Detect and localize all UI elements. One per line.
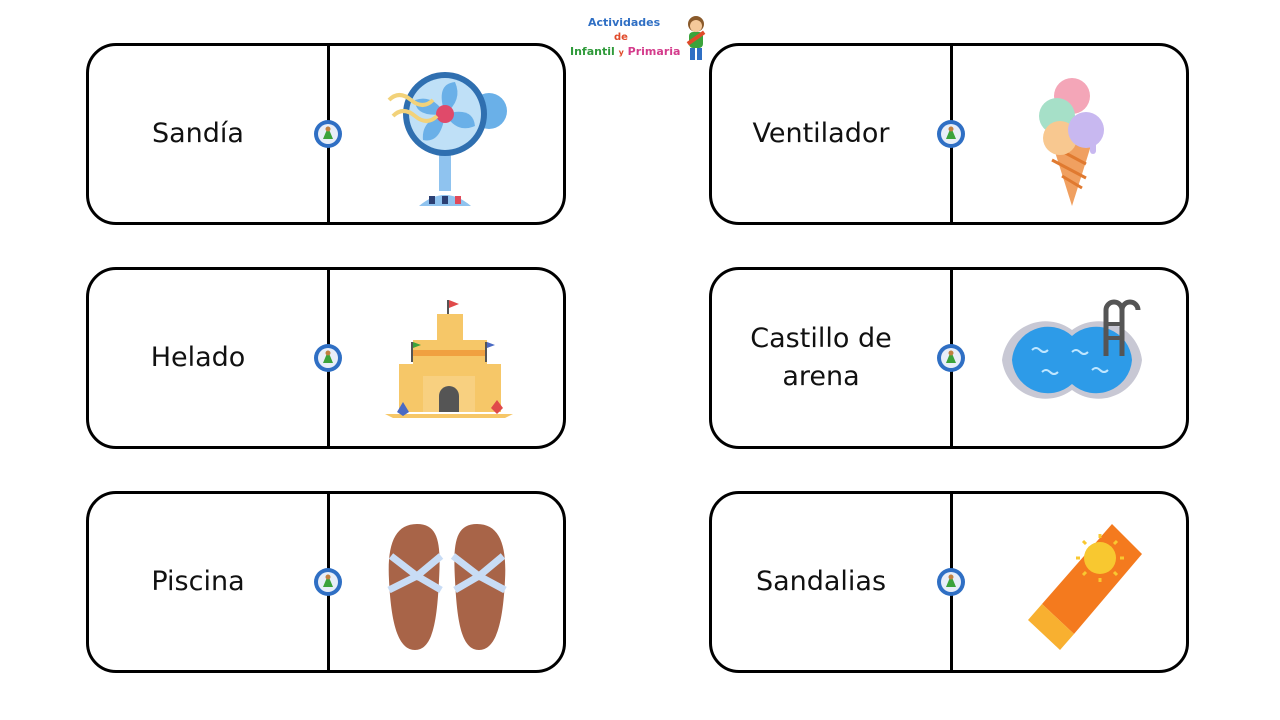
domino-card-6[interactable]: Sandalias — [709, 491, 1189, 673]
logo-word-primaria: Primaria — [627, 45, 681, 58]
domino-card-4[interactable]: Castillo de arena — [709, 267, 1189, 449]
sunscreen-icon — [1028, 524, 1142, 650]
logo-word-y: y — [618, 48, 624, 57]
logo-line-2: de — [614, 32, 628, 43]
badge-icon — [314, 120, 342, 148]
fan-icon — [387, 72, 507, 206]
card-word: Sandalias — [755, 566, 887, 598]
card-word: Ventilador — [752, 118, 890, 150]
badge-icon — [937, 344, 965, 372]
domino-card-3[interactable]: Helado — [86, 267, 566, 449]
pool-icon — [1002, 299, 1142, 399]
badge-icon — [314, 568, 342, 596]
card-word: Sandía — [152, 118, 244, 150]
domino-card-5[interactable]: Piscina — [86, 491, 566, 673]
card-word: Helado — [150, 342, 246, 374]
logo-word-infantil: Infantil — [570, 45, 615, 58]
logo-line-3: Infantil y Primaria — [570, 45, 680, 58]
ice-cream-icon — [1039, 78, 1104, 206]
badge-icon — [937, 120, 965, 148]
card-word: Castillo de arena — [750, 323, 892, 392]
badge-icon — [314, 344, 342, 372]
domino-card-1[interactable]: Sandía — [86, 43, 566, 225]
logo-line-1: Actividades — [588, 16, 661, 29]
domino-card-2[interactable]: Ventilador — [709, 43, 1189, 225]
sand-castle-icon — [385, 300, 513, 418]
mascot-icon — [686, 16, 706, 60]
brand-logo: Actividades de Infantil y Primaria — [568, 14, 716, 64]
badge-icon — [937, 568, 965, 596]
flip-flops-icon — [387, 524, 507, 650]
card-word: Piscina — [151, 566, 245, 598]
